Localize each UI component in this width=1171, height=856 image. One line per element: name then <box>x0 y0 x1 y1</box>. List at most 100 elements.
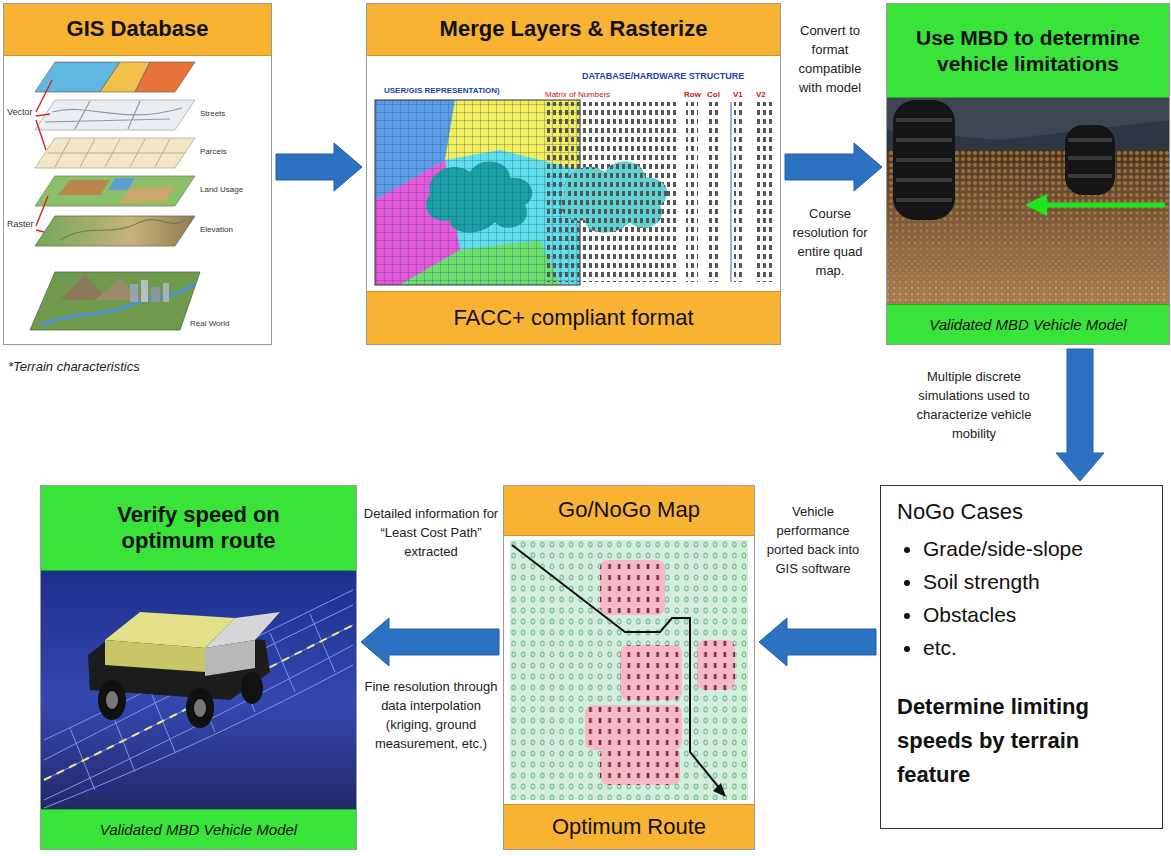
nogo-cases-box: NoGo CasesGrade/side-slopeSoil strengthO… <box>880 485 1163 829</box>
flow-arrow <box>276 143 362 191</box>
layer-type-label: Vector <box>7 106 33 119</box>
go-nogo-map-illustration-part <box>512 545 721 790</box>
panel-title: Verify speed on optimum route <box>91 502 306 555</box>
process-panel: Go/NoGo MapOptimum Route <box>503 485 755 850</box>
gis-layers-illustration-part <box>47 139 185 167</box>
panel-footer: FACC+ compliant format <box>453 305 693 331</box>
panel-title: Use MBD to determine vehicle limitations <box>905 25 1151 75</box>
raster-illustration-part <box>561 162 667 233</box>
gis-layers-illustration-part <box>45 101 182 129</box>
header-band: Verify speed on optimum route <box>41 486 356 571</box>
panel-title: Merge Layers & Rasterize <box>440 16 708 42</box>
panel-footer: Optimum Route <box>552 814 706 840</box>
go-nogo-map-illustration-part <box>510 540 748 800</box>
process-panel: Use MBD to determine vehicle limitations… <box>886 3 1170 345</box>
layer-label-text: Parcels <box>200 147 227 156</box>
header-band: Use MBD to determine vehicle limitations <box>887 4 1169 98</box>
panel-footer: Validated MBD Vehicle Model <box>929 316 1126 334</box>
figure-label: USER/GIS REPRESENTATION) <box>384 85 500 97</box>
column-label: V1 <box>733 89 743 101</box>
gis-layers-illustration-part <box>108 178 135 190</box>
vehicle-route-illustration-part <box>205 640 255 676</box>
raster-illustration-part <box>561 162 667 233</box>
column-label-text: V2 <box>756 90 766 99</box>
header-band: Go/NoGo Map <box>504 486 754 536</box>
edge-label-text: Vehicle performance ported back into GIS… <box>767 504 860 576</box>
vehicle-terrain-illustration-part <box>1065 125 1115 195</box>
gis-layers-illustration-part <box>35 100 195 130</box>
edge-note: Course resolution for entire quad map. <box>788 205 872 280</box>
vehicle-terrain-illustration-part <box>887 98 1170 304</box>
panel-footer: Validated MBD Vehicle Model <box>100 821 297 839</box>
gis-layers-illustration-part <box>163 283 169 302</box>
gis-layers-illustration-part <box>30 272 200 330</box>
gis-layers-illustration-part <box>130 284 138 302</box>
figure-label-text: DATABASE/HARDWARE STRUCTURE <box>582 71 744 81</box>
layer-type-label-text: Vector <box>7 107 33 117</box>
vehicle-route-illustration <box>41 570 356 810</box>
edge-note: Fine resolution through data interpolati… <box>362 678 500 753</box>
gis-layers-illustration-part <box>151 287 160 302</box>
vehicle-route-illustration-part <box>44 625 353 780</box>
process-panel: Merge Layers & RasterizeFACC+ compliant … <box>366 3 781 345</box>
box-heading: NoGo Cases <box>897 498 1146 526</box>
panel-title: GIS Database <box>67 16 209 42</box>
raster-illustration-part <box>686 102 698 282</box>
flow-arrow <box>759 618 876 666</box>
gis-layers-illustration-part <box>141 280 148 302</box>
raster-illustration <box>375 100 773 285</box>
column-label: Row <box>684 89 701 101</box>
vehicle-route-illustration-part <box>41 570 356 810</box>
header-band: GIS Database <box>4 4 271 56</box>
layer-type-label-text: Raster <box>7 219 34 229</box>
layer-label: Real World <box>190 318 229 330</box>
figure-label-text: USER/GIS REPRESENTATION) <box>384 86 500 95</box>
figure-label: Matrix of Numbers <box>545 89 610 101</box>
footer-band: Validated MBD Vehicle Model <box>887 304 1169 344</box>
vehicle-terrain-illustration-part <box>893 100 955 220</box>
vehicle-route-illustration-part <box>44 590 353 808</box>
figure-label: DATABASE/HARDWARE STRUCTURE <box>582 70 744 83</box>
flow-arrow <box>361 618 499 666</box>
layer-label-text: Elevation <box>200 225 233 234</box>
edge-label: Vehicle performance ported back into GIS… <box>757 503 869 578</box>
figure-label-text: Matrix of Numbers <box>545 90 610 99</box>
layer-label: Elevation <box>200 224 233 236</box>
vehicle-route-illustration-part <box>241 672 263 704</box>
edge-note-text: Fine resolution through data interpolati… <box>365 679 498 751</box>
layer-label-text: Streets <box>200 109 225 118</box>
edge-label: Detailed information for “Least Cost Pat… <box>362 505 500 562</box>
column-label: V2 <box>756 89 766 101</box>
bullet-item: etc. <box>923 631 1146 664</box>
gis-layers-illustration-part <box>60 220 185 240</box>
footer-band: FACC+ compliant format <box>367 291 780 344</box>
process-panel: GIS Database <box>3 3 272 345</box>
go-nogo-map-illustration-part <box>585 560 735 785</box>
column-label: Col <box>707 89 720 101</box>
gis-layers-illustration-part <box>40 285 195 325</box>
flow-arrow <box>785 143 882 191</box>
panel-title: Go/NoGo Map <box>558 497 700 523</box>
process-panel: Verify speed on optimum routeValidated M… <box>40 485 357 850</box>
bullet-item: Obstacles <box>923 598 1146 631</box>
vehicle-terrain-illustration-part <box>896 120 952 200</box>
box-conclusion: Determine limiting speeds by terrain fea… <box>897 690 1146 792</box>
gis-layers-illustration <box>30 62 200 330</box>
raster-illustration-part <box>709 102 719 282</box>
layer-label: Streets <box>200 108 225 120</box>
layer-label: Parcels <box>200 146 227 158</box>
vehicle-terrain-illustration <box>887 98 1170 304</box>
vehicle-route-illustration-part <box>194 699 206 717</box>
layer-label-text: Land Usage <box>200 185 243 194</box>
go-nogo-map-illustration <box>510 540 748 800</box>
edge-label: Multiple discrete simulations used to ch… <box>903 368 1045 443</box>
raster-illustration-part <box>731 102 732 282</box>
gis-layers-illustration-part <box>35 176 195 206</box>
vehicle-route-illustration-part <box>105 640 205 672</box>
layer-label: Land Usage <box>200 184 243 196</box>
gis-layers-illustration-part <box>58 180 110 195</box>
go-nogo-map-illustration-part <box>713 783 726 797</box>
edge-label-text: Multiple discrete simulations used to ch… <box>917 369 1032 441</box>
column-label-text: Col <box>707 90 720 99</box>
vehicle-route-illustration-part <box>106 691 118 709</box>
